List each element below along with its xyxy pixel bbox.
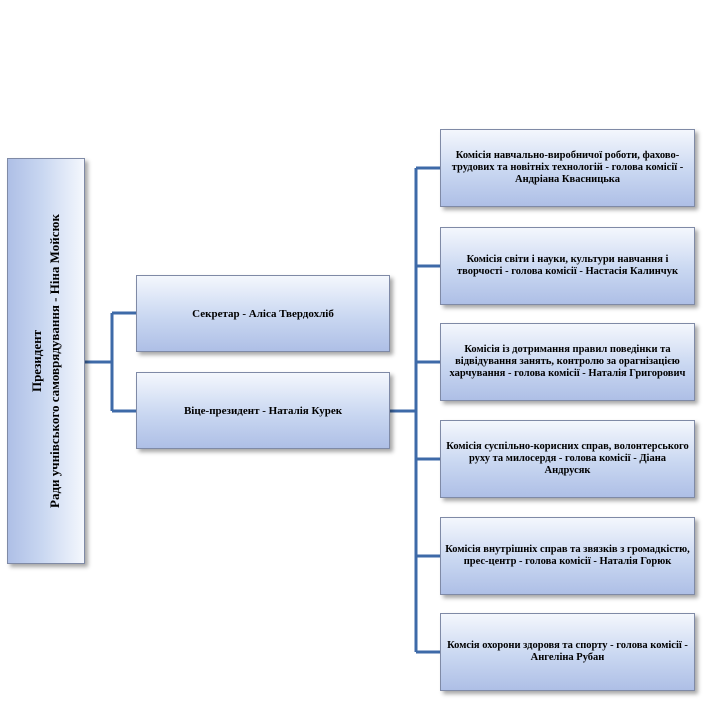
commission-label: Комсія охорони здоровя та спорту - голов… [447, 640, 688, 663]
vice-president-box: Віце-президент - Наталія Курек [136, 372, 390, 449]
secretary-box: Секретар - Аліса Твердохліб [136, 275, 390, 352]
commission-label: Комісія світи і науки, культури навчання… [456, 254, 679, 277]
commission-box-2: Комісія світи і науки, культури навчання… [440, 227, 695, 305]
commission-box-4: Комісія суспільно-корисних справ, волонт… [440, 420, 695, 498]
commission-box-6: Комсія охорони здоровя та спорту - голов… [440, 613, 695, 691]
commission-label: Комісія внутрішніх справ та звязків з гр… [445, 544, 690, 567]
secretary-label: Секретар - Аліса Твердохліб [192, 307, 334, 320]
commission-box-3: Комісія із дотримання правил поведінки т… [440, 323, 695, 401]
commission-box-1: Комісія навчально-виробничої роботи, фах… [440, 129, 695, 207]
vice-president-label: Віце-президент - Наталія Курек [183, 404, 343, 417]
president-council: Ради учнівського самоврядування - Ніна М… [47, 214, 63, 508]
president-title: Президент [29, 329, 45, 393]
commission-box-5: Комісія внутрішніх справ та звязків з гр… [440, 517, 695, 595]
commission-label: Комісія із дотримання правил поведінки т… [449, 344, 686, 379]
commission-label: Комісія суспільно-корисних справ, волонт… [446, 441, 689, 476]
president-box: Президент Ради учнівського самоврядуванн… [7, 158, 85, 564]
commission-label: Комісія навчально-виробничої роботи, фах… [451, 150, 684, 185]
